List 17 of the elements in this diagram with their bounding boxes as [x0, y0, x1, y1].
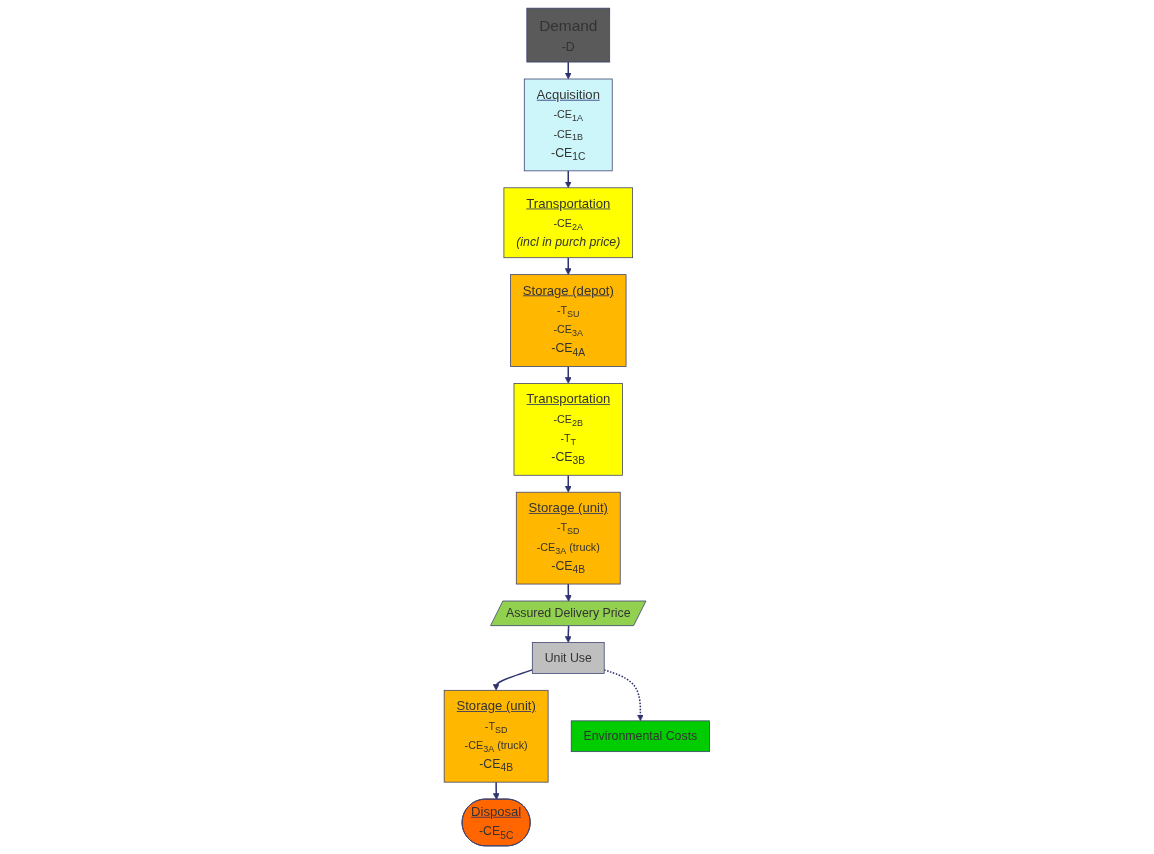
- node-box: Acquisition -CE$_{1A}$ -CE$_{1B}$ -CE$_{1C}$: [524, 78, 613, 172]
- arrow: [565, 170, 572, 189]
- node-box: Storage (unit) -T$_{SD}$ -CE$_{3A}$ (truck) -CE$_{4B}$: [516, 491, 621, 585]
- arrow: [565, 474, 572, 493]
- node-box: Storage (depot) -T$_{SU}$ -CE$_{3A}$ -CE$_{4A}$: [510, 274, 627, 367]
- node-box: Storage (unit) -T$_{SD}$ -CE$_{3A}$ (truck) -CE$_{4B}$: [443, 689, 549, 783]
- node-box: Unit Use: [532, 642, 605, 674]
- arrow: [565, 583, 572, 602]
- arrow: [565, 365, 572, 384]
- arrow: [565, 625, 572, 643]
- arrow: [493, 781, 500, 800]
- node-box: Transportation -CE$_{2A}$ (incl in purch price): [503, 187, 634, 259]
- arrow: [565, 256, 572, 275]
- node-box: Environmental Costs: [570, 720, 711, 753]
- node-box: Transportation -CE$_{2B}$ -T$_{T}$ -CE$_{3B}$: [513, 383, 624, 476]
- arrow: [565, 61, 572, 80]
- arrow: [492, 669, 534, 691]
